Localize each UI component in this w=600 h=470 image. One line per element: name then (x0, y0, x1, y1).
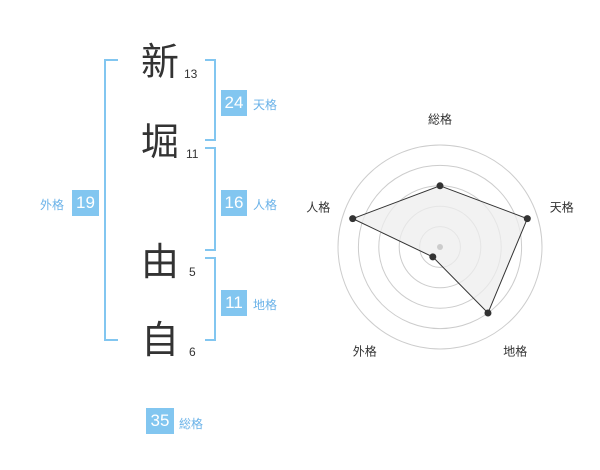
name-char-2: 堀 (140, 120, 179, 164)
gaikaku-bracket-line (104, 59, 118, 341)
radar-center-dot (437, 244, 443, 250)
jinkaku-value: 16 (221, 190, 247, 216)
radar-axis-label-1: 総格 (427, 112, 453, 127)
radar-grid-ring (357, 164, 523, 330)
radar-axis-label-4: 外格 (352, 344, 377, 359)
name-char-1: 新 (140, 40, 179, 84)
tenkaku-value: 24 (221, 90, 247, 116)
jinkaku-label: 人格 (253, 198, 278, 212)
stroke-count-4: 6 (189, 345, 196, 359)
radar-point-3 (484, 309, 492, 317)
radar-point-2 (523, 215, 531, 223)
soukaku-label: 総格 (179, 417, 204, 431)
radar-grid-ring (337, 144, 543, 350)
radar-axis-label-3: 地格 (503, 344, 528, 359)
name-char-3: 由 (140, 240, 179, 284)
radar-point-1 (436, 182, 444, 190)
chikaku-label: 地格 (253, 298, 278, 312)
name-char-4: 自 (140, 318, 179, 362)
chikaku-value: 11 (221, 290, 247, 316)
tenkaku-label: 天格 (253, 98, 278, 112)
stroke-count-3: 5 (189, 265, 196, 279)
stroke-count-1: 13 (184, 67, 198, 81)
stroke-count-2: 11 (186, 147, 199, 161)
jinkaku-bracket-line (205, 147, 216, 251)
gaikaku-label: 外格 (40, 198, 65, 212)
soukaku-value: 35 (146, 408, 174, 434)
gaikaku-value: 19 (72, 190, 99, 216)
radar-point-4 (429, 253, 437, 261)
radar-axis-label-2: 天格 (549, 200, 574, 215)
chikaku-bracket-line (205, 257, 216, 341)
radar-point-5 (349, 215, 357, 223)
tenkaku-bracket-line (205, 59, 216, 141)
radar-axis-label-5: 人格 (306, 200, 331, 215)
